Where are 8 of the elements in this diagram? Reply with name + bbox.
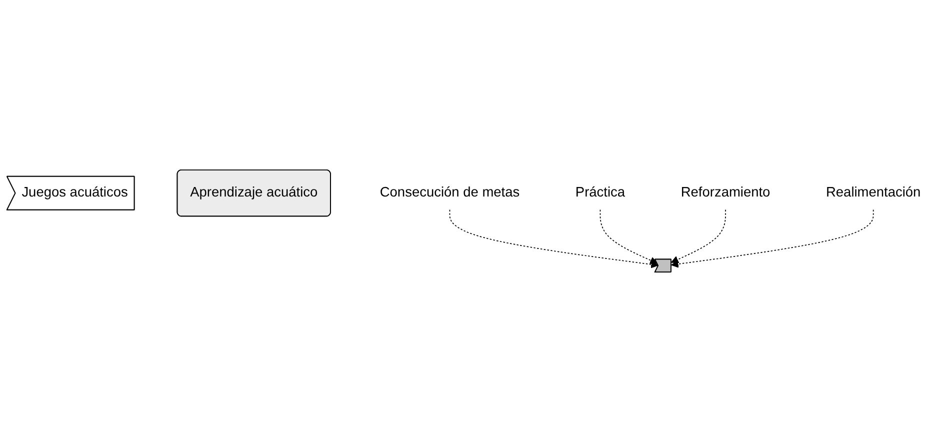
arrow xyxy=(600,208,658,264)
node-text: Realimentación xyxy=(826,184,921,200)
arrow xyxy=(671,208,874,268)
node-text: Consecución de metas xyxy=(380,184,520,200)
node-text: Práctica xyxy=(575,184,626,200)
arrow xyxy=(671,208,726,263)
node-text: Reforzamiento xyxy=(680,184,770,200)
arrow xyxy=(449,208,658,268)
